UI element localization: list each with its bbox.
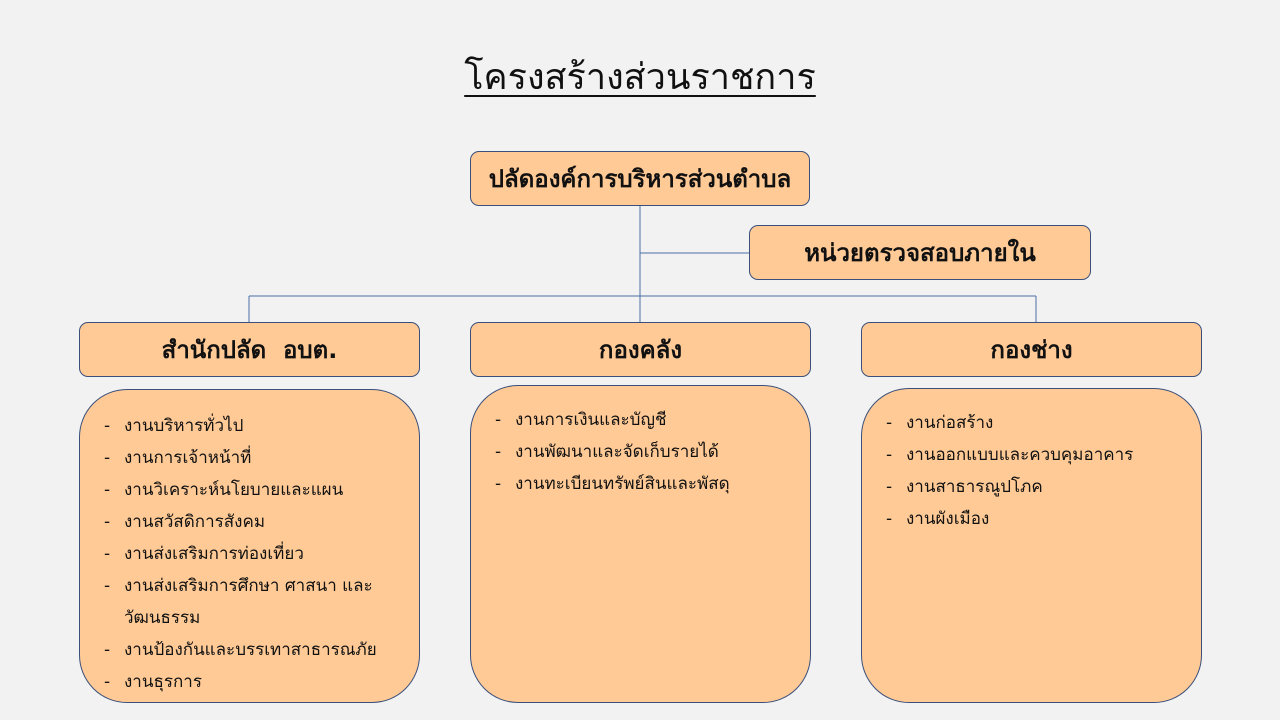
task-list: -งานการเงินและบัญชี -งานพัฒนาและจัดเก็บร… bbox=[495, 404, 794, 500]
division-engineering-tasks: -งานก่อสร้าง -งานออกแบบและควบคุมอาคาร -ง… bbox=[861, 388, 1202, 703]
division-finance-label: กองคลัง bbox=[598, 336, 683, 364]
internal-audit-label: หน่วยตรวจสอบภายใน bbox=[804, 239, 1036, 267]
task-text: งานป้องกันและบรรเทาสาธารณภัย bbox=[124, 640, 377, 660]
task-text: งานออกแบบและควบคุมอาคาร bbox=[906, 445, 1134, 465]
division-engineering-label: กองช่าง bbox=[990, 336, 1073, 364]
bullet-dash: - bbox=[886, 477, 893, 497]
bullet-dash: - bbox=[886, 445, 893, 465]
task-item: -งานส่งเสริมการศึกษา ศาสนา และวัฒนธรรม bbox=[104, 570, 403, 634]
task-item: -งานก่อสร้าง bbox=[886, 407, 1185, 439]
division-engineering-box: กองช่าง bbox=[861, 322, 1202, 377]
task-text: งานสาธารณูปโภค bbox=[906, 477, 1043, 497]
bullet-dash: - bbox=[104, 416, 111, 436]
task-text: งานก่อสร้าง bbox=[906, 413, 994, 433]
task-item: -งานสวัสดิการสังคม bbox=[104, 506, 403, 538]
division-finance-tasks: -งานการเงินและบัญชี -งานพัฒนาและจัดเก็บร… bbox=[470, 385, 811, 703]
task-item: -งานการเงินและบัญชี bbox=[495, 404, 794, 436]
task-text: งานส่งเสริมการศึกษา ศาสนา และวัฒนธรรม bbox=[124, 576, 373, 628]
chief-administrator-box: ปลัดองค์การบริหารส่วนตำบล bbox=[470, 151, 810, 206]
task-item: -งานพัฒนาและจัดเก็บรายได้ bbox=[495, 436, 794, 468]
division-office-label: สำนักปลัด อบต. bbox=[161, 336, 338, 364]
bullet-dash: - bbox=[104, 672, 111, 692]
bullet-dash: - bbox=[104, 480, 111, 500]
division-office-box: สำนักปลัด อบต. bbox=[79, 322, 420, 377]
task-item: -งานการเจ้าหน้าที่ bbox=[104, 442, 403, 474]
task-text: งานการเจ้าหน้าที่ bbox=[124, 448, 252, 468]
task-text: งานบริหารทั่วไป bbox=[124, 416, 244, 436]
bullet-dash: - bbox=[495, 474, 502, 494]
bullet-dash: - bbox=[495, 442, 502, 462]
chief-administrator-label: ปลัดองค์การบริหารส่วนตำบล bbox=[488, 165, 792, 193]
bullet-dash: - bbox=[886, 413, 893, 433]
task-item: -งานผังเมือง bbox=[886, 503, 1185, 535]
slide-title: โครงสร้างส่วนราชการ bbox=[0, 52, 1280, 104]
bullet-dash: - bbox=[104, 448, 111, 468]
task-list: -งานบริหารทั่วไป -งานการเจ้าหน้าที่ -งาน… bbox=[104, 410, 403, 698]
task-text: งานวิเคราะห์นโยบายและแผน bbox=[124, 480, 344, 500]
bullet-dash: - bbox=[495, 410, 502, 430]
bullet-dash: - bbox=[104, 576, 111, 596]
bullet-dash: - bbox=[886, 509, 893, 529]
task-item: -งานบริหารทั่วไป bbox=[104, 410, 403, 442]
task-text: งานธุรการ bbox=[124, 672, 202, 692]
task-item: -งานวิเคราะห์นโยบายและแผน bbox=[104, 474, 403, 506]
task-item: -งานส่งเสริมการท่องเที่ยว bbox=[104, 538, 403, 570]
task-item: -งานป้องกันและบรรเทาสาธารณภัย bbox=[104, 634, 403, 666]
internal-audit-box: หน่วยตรวจสอบภายใน bbox=[749, 225, 1091, 280]
division-finance-box: กองคลัง bbox=[470, 322, 811, 377]
bullet-dash: - bbox=[104, 512, 111, 532]
task-item: -งานทะเบียนทรัพย์สินและพัสดุ bbox=[495, 468, 794, 500]
task-item: -งานออกแบบและควบคุมอาคาร bbox=[886, 439, 1185, 471]
task-text: งานทะเบียนทรัพย์สินและพัสดุ bbox=[515, 474, 730, 494]
task-text: งานพัฒนาและจัดเก็บรายได้ bbox=[515, 442, 719, 462]
task-text: งานส่งเสริมการท่องเที่ยว bbox=[124, 544, 304, 564]
division-office-tasks: -งานบริหารทั่วไป -งานการเจ้าหน้าที่ -งาน… bbox=[79, 389, 420, 703]
slide-title-text: โครงสร้างส่วนราชการ bbox=[464, 57, 816, 98]
task-text: งานผังเมือง bbox=[906, 509, 990, 529]
task-text: งานสวัสดิการสังคม bbox=[124, 512, 266, 532]
task-list: -งานก่อสร้าง -งานออกแบบและควบคุมอาคาร -ง… bbox=[886, 407, 1185, 535]
bullet-dash: - bbox=[104, 544, 111, 564]
task-item: -งานธุรการ bbox=[104, 666, 403, 698]
bullet-dash: - bbox=[104, 640, 111, 660]
task-text: งานการเงินและบัญชี bbox=[515, 410, 667, 430]
task-item: -งานสาธารณูปโภค bbox=[886, 471, 1185, 503]
